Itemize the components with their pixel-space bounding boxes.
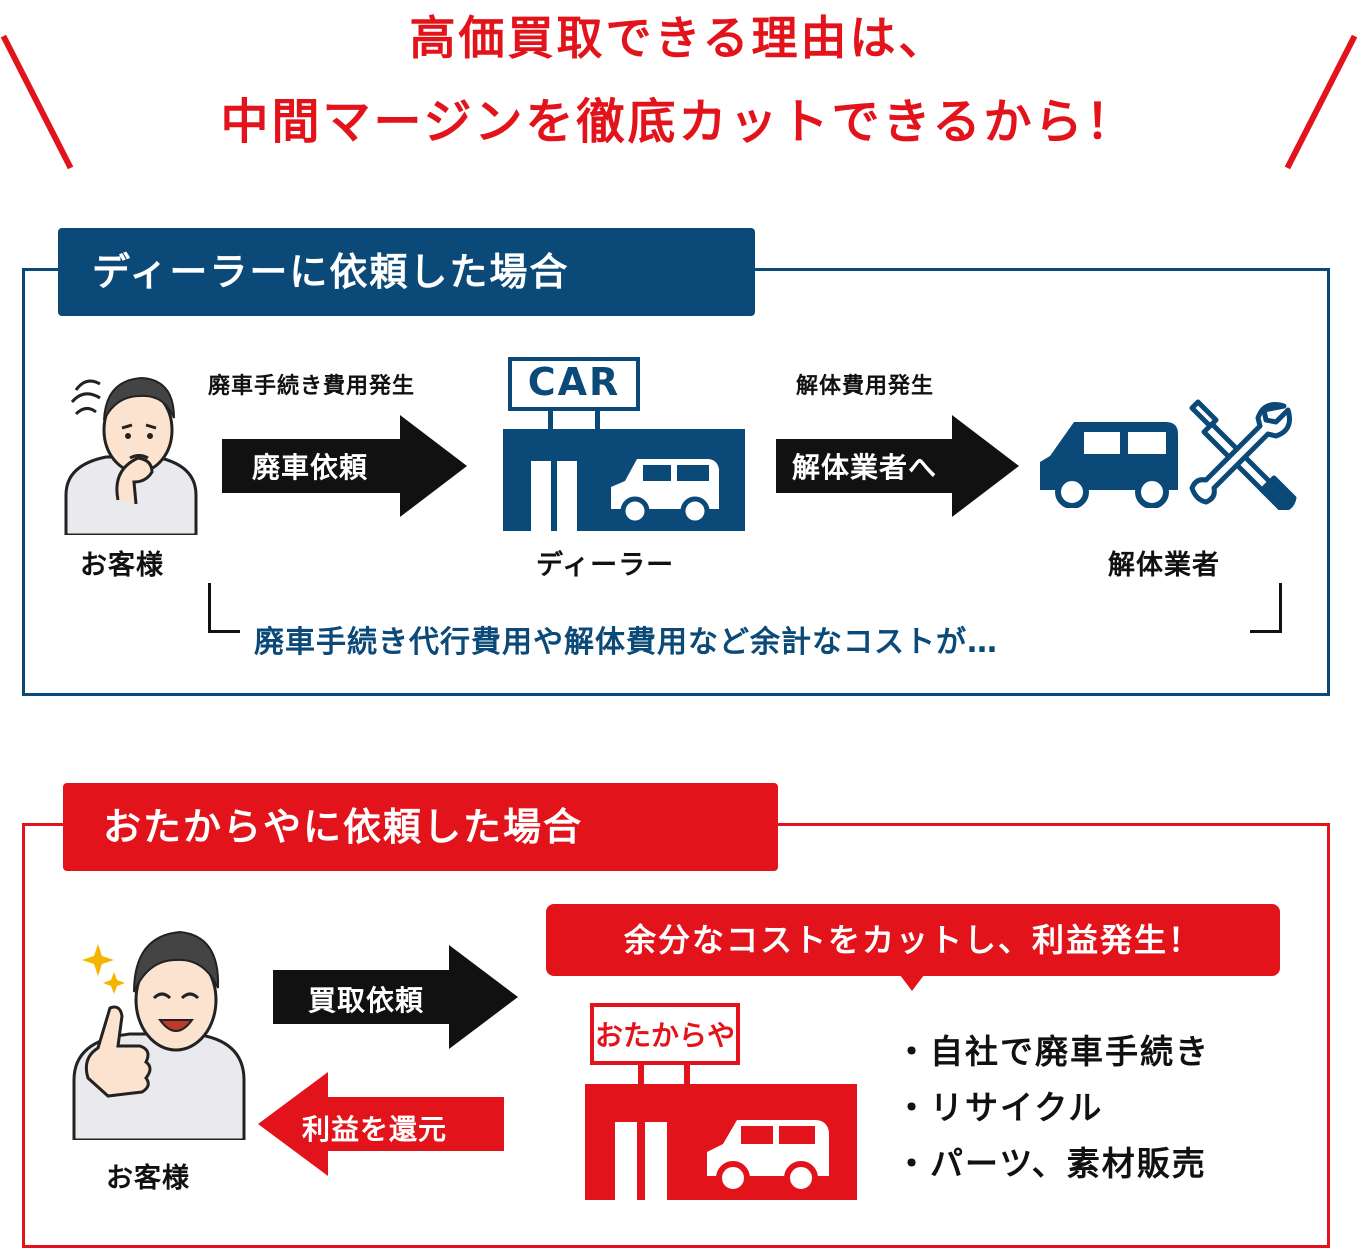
profit-bubble: 余分なコストをカットし、利益発生！	[546, 904, 1280, 976]
fee2-label: 解体費用発生	[796, 374, 935, 399]
sign-pole-right	[595, 411, 600, 430]
dealer-store-icon	[503, 429, 745, 531]
otakaraya-sign-pole-left	[638, 1065, 644, 1085]
arrow-return-label: 利益を還元	[302, 1113, 448, 1146]
otakaraya-sign-text: おたからや	[594, 1019, 735, 1052]
happy-customer-icon	[72, 930, 246, 1140]
return-profit-arrow-icon	[258, 1072, 504, 1176]
dismantler-label: 解体業者	[1108, 550, 1220, 581]
buy-request-arrow-icon	[273, 945, 518, 1049]
fee1-label: 廃車手続き費用発生	[208, 374, 416, 399]
arrow-buy-label: 買取依頼	[308, 984, 425, 1017]
sign-pole-left	[548, 411, 553, 430]
request-arrow-icon	[222, 415, 467, 517]
dealer-label: ディーラー	[536, 550, 675, 581]
bullet-item-3: ・パーツ、素材販売	[895, 1144, 1207, 1183]
otakaraya-store-icon	[585, 1084, 857, 1200]
headline-line1: 高価買取できる理由は、	[409, 11, 948, 65]
otakaraya-customer-label: お客様	[106, 1163, 190, 1194]
arrow2-label: 解体業者へ	[792, 451, 938, 484]
bullet-item-1: ・自社で廃車手続き	[895, 1032, 1210, 1071]
headline-line2: 中間マージンを徹底カットできるから！	[220, 94, 1137, 150]
dealer-sign-text: CAR	[527, 360, 621, 404]
bracket-right	[1250, 583, 1282, 633]
otakaraya-sign-pole-right	[684, 1065, 690, 1085]
worried-customer-icon	[64, 376, 198, 535]
otakaraya-case-tab: おたからやに依頼した場合	[63, 783, 778, 871]
bracket-left	[208, 583, 240, 633]
cost-note: 廃車手続き代行費用や解体費用など余計なコストが…	[254, 625, 998, 660]
dismantler-arrow-icon	[776, 415, 1019, 517]
dealer-customer-label: お客様	[80, 550, 164, 581]
bullet-item-2: ・リサイクル	[895, 1088, 1104, 1127]
otakaraya-sign	[590, 1003, 740, 1065]
dealer-case-tab: ディーラーに依頼した場合	[58, 228, 755, 316]
car-icon	[1040, 422, 1178, 508]
arrow1-label: 廃車依頼	[252, 451, 369, 484]
dealer-sign	[508, 357, 640, 411]
bubble-pointer	[900, 975, 924, 991]
tools-icon	[1189, 399, 1297, 510]
